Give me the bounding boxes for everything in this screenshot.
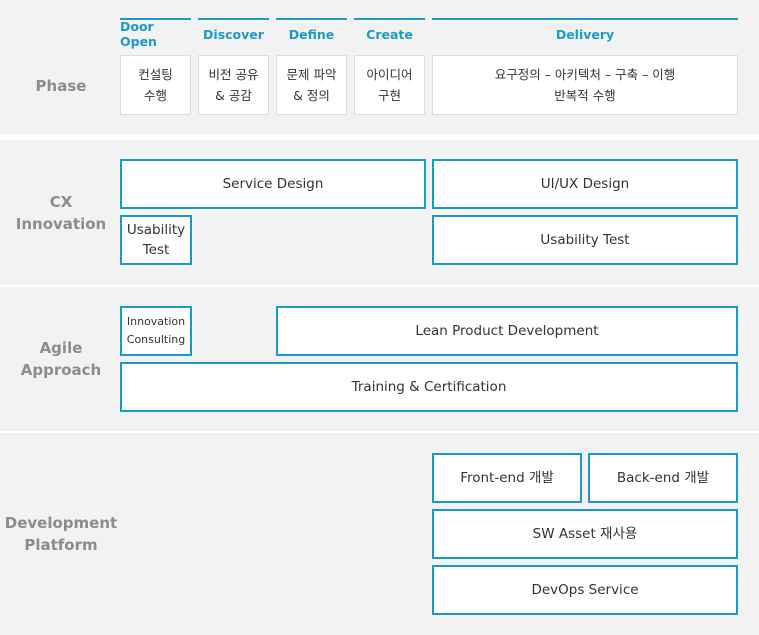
service-design-box: Service Design (120, 159, 426, 209)
cx-label: CX Innovation (15, 192, 107, 233)
phase-door-open-header: Door Open (120, 18, 191, 49)
uiux-design-box: UI/UX Design (432, 159, 738, 209)
phase-define-header: Define (276, 18, 347, 48)
phase-delivery-header: Delivery (432, 18, 738, 48)
phase-create-desc: 아이디어 구현 (354, 55, 425, 115)
phase-discover-desc: 비전 공유 & 공감 (198, 55, 269, 115)
phase-door-open-desc: 컨설팅 수행 (120, 55, 191, 115)
lean-product-development-box: Lean Product Development (276, 306, 738, 356)
backend-box: Back-end 개발 (588, 453, 738, 503)
usability-test-small-box: Usability Test (120, 215, 192, 265)
phase-define-desc: 문제 파악 & 정의 (276, 55, 347, 115)
phase-discover-header: Discover (198, 18, 269, 48)
platform-label: Development Platform (4, 514, 118, 554)
sw-asset-box: SW Asset 재사용 (432, 509, 738, 559)
agile-label: Agile Approach (20, 339, 102, 379)
phase-create-header: Create (354, 18, 425, 48)
training-certification-box: Training & Certification (120, 362, 738, 412)
usability-test-box: Usability Test (432, 215, 738, 265)
innovation-consulting-box: Innovation Consulting (120, 306, 192, 356)
phase-label: Phase (35, 77, 87, 95)
frontend-box: Front-end 개발 (432, 453, 582, 503)
phase-delivery-desc: 요구정의 – 아키텍처 – 구축 – 이행 반복적 수행 (432, 55, 738, 115)
devops-service-box: DevOps Service (432, 565, 738, 615)
